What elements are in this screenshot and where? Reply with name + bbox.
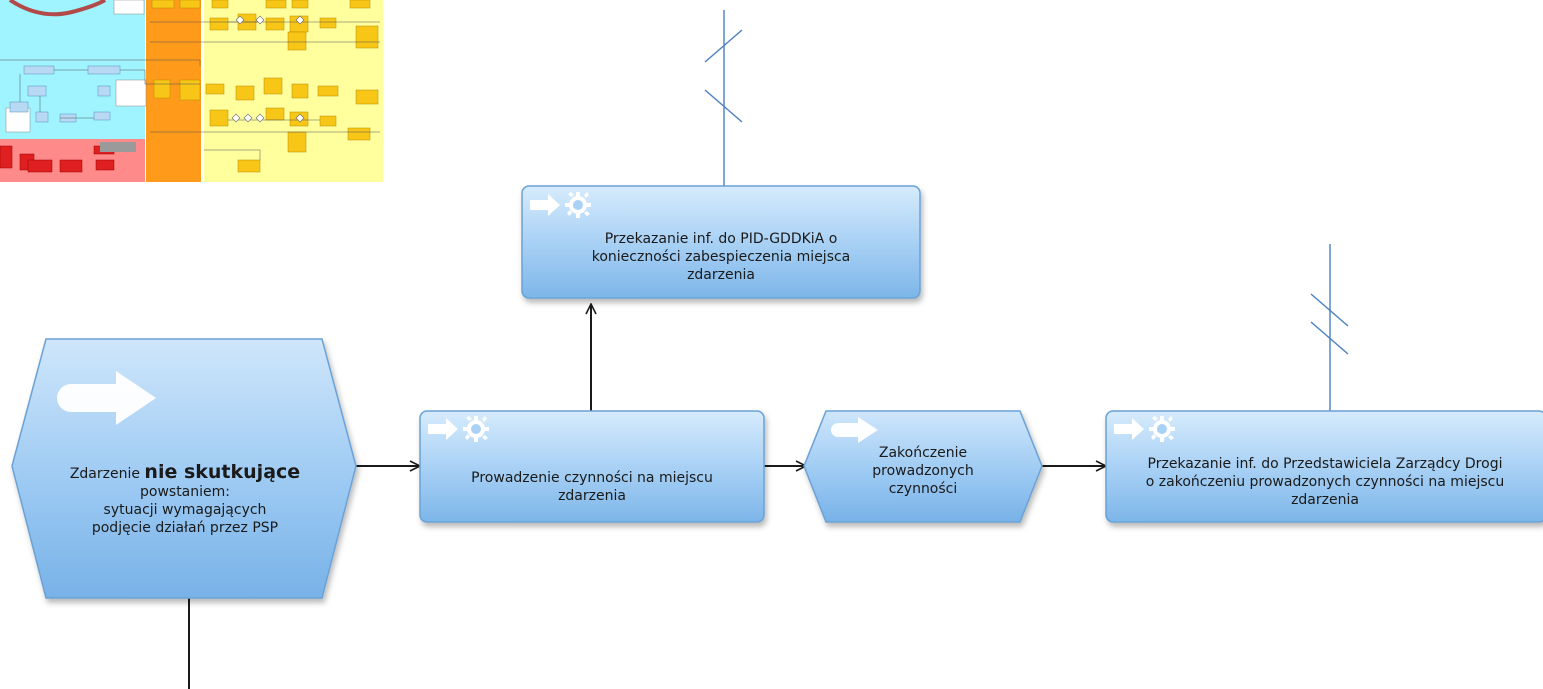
gear-arrow-icon — [1114, 416, 1175, 442]
overview-mini-boxes — [151, 0, 379, 173]
overview-mini-grey — [100, 142, 136, 152]
start-event-label: Zdarzenie nie skutkujące powstaniem: syt… — [40, 450, 330, 550]
overview-viewport-ring — [8, 0, 107, 17]
function-inform-pid-line-1: Przekazanie inf. do PID-GDDKiA o — [604, 231, 838, 247]
function-inform-pid[interactable] — [521, 185, 921, 299]
function-conduct[interactable] — [419, 410, 765, 523]
function-inform-pid-line-3: zdarzenia — [687, 267, 755, 283]
overview-mini-links — [0, 21, 380, 160]
gear-arrow-icon — [428, 416, 489, 442]
start-event[interactable] — [11, 338, 357, 599]
connectors — [189, 304, 1106, 689]
start-event-first-line: Zdarzenie nie skutkujące — [70, 463, 300, 483]
event-finish-line-1: Zakończenie — [878, 445, 968, 461]
tether-line-top — [704, 10, 743, 186]
event-finish-line-3: czynności — [888, 481, 958, 497]
event-finish-label: Zakończenie prowadzonych czynności — [830, 438, 1016, 504]
function-inform-road-line-3: zdarzenia — [1291, 492, 1359, 508]
start-event-line-3: podjęcie działań przez PSP — [91, 520, 279, 536]
function-inform-road[interactable] — [1105, 410, 1543, 523]
start-event-line-2: sytuacji wymagających — [103, 502, 267, 518]
function-conduct-label: Prowadzenie czynności na miejscu zdarzen… — [424, 461, 760, 513]
tether-line-right — [1310, 244, 1349, 412]
overview-mini-gateways — [231, 15, 305, 123]
function-inform-pid-line-2: konieczności zabespieczenia miejsca — [591, 249, 851, 265]
start-event-prefix: Zdarzenie — [69, 466, 140, 482]
function-conduct-line-1: Prowadzenie czynności na miejscu — [471, 470, 713, 486]
pill-arrow-icon — [57, 371, 156, 425]
gear-arrow-icon — [530, 192, 591, 218]
event-finish[interactable] — [803, 410, 1043, 523]
start-event-line-1: powstaniem: — [140, 484, 230, 500]
function-inform-road-line-1: Przekazanie inf. do Przedstawiciela Zarz… — [1147, 456, 1503, 472]
pill-arrow-icon — [831, 417, 878, 443]
function-conduct-line-2: zdarzenia — [558, 488, 626, 504]
function-inform-road-label: Przekazanie inf. do Przedstawiciela Zarz… — [1110, 449, 1540, 515]
event-finish-line-2: prowadzonych — [872, 463, 974, 479]
function-inform-pid-label: Przekazanie inf. do PID-GDDKiA o koniecz… — [526, 224, 916, 290]
start-event-bold: nie skutkujące — [144, 461, 301, 483]
function-inform-road-line-2: o zakończeniu prowadzonych czynności na … — [1145, 474, 1505, 490]
overview-thumbnail[interactable] — [0, 0, 383, 182]
